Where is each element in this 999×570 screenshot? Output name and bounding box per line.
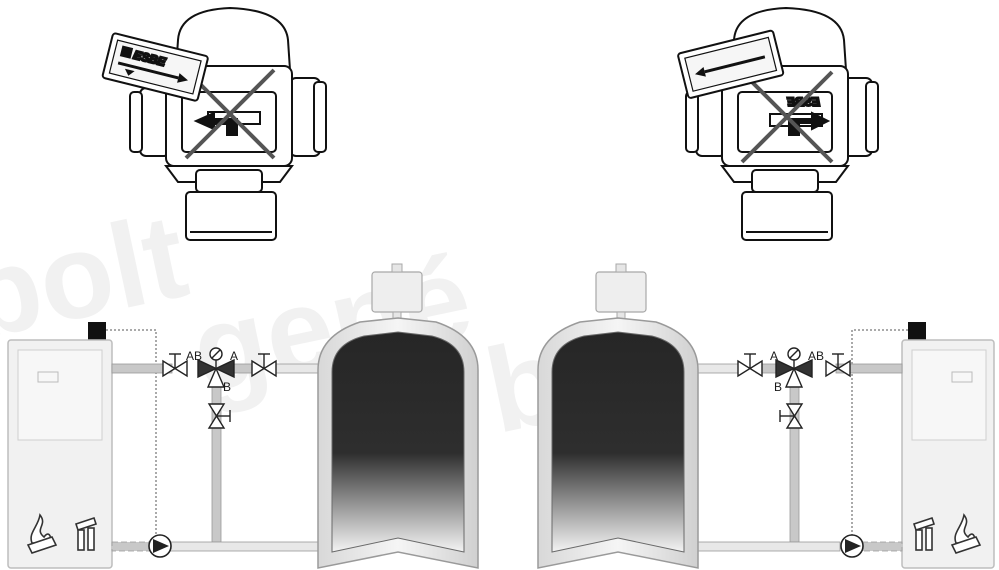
pump-icon xyxy=(840,534,864,558)
storage-tank-right xyxy=(537,263,699,569)
port-label-a: A xyxy=(770,349,778,363)
mixing-valve-left xyxy=(197,347,235,388)
boiler-right xyxy=(901,339,995,569)
valve-left: ESBE xyxy=(101,6,327,241)
valve-right: ESBE xyxy=(677,6,879,241)
cross-mark xyxy=(740,70,834,164)
valve-icon xyxy=(737,353,763,378)
controller-icon xyxy=(88,322,106,342)
controller-icon xyxy=(908,322,926,342)
valve-icon xyxy=(162,353,188,378)
valve-icon xyxy=(207,403,231,429)
valve-icon xyxy=(779,403,804,429)
flame-icon xyxy=(26,513,58,554)
boiler-left xyxy=(7,339,113,569)
circuit-right: A AB B xyxy=(537,263,995,569)
storage-tank-left xyxy=(317,263,479,569)
valve-icon xyxy=(825,353,851,378)
port-label-b: B xyxy=(774,380,782,394)
port-label-b: B xyxy=(223,380,231,394)
flame-icon xyxy=(950,513,982,554)
pump-icon xyxy=(148,534,172,558)
port-label-ab: AB xyxy=(186,349,202,363)
port-label-a: A xyxy=(230,349,238,363)
port-label-ab: AB xyxy=(808,349,824,363)
fuel-logs-icon xyxy=(74,516,98,551)
circuit-left: AB A B xyxy=(7,263,479,569)
fuel-logs-icon xyxy=(912,516,936,551)
valve-icon xyxy=(251,353,277,378)
mixing-valve-right xyxy=(775,347,813,388)
